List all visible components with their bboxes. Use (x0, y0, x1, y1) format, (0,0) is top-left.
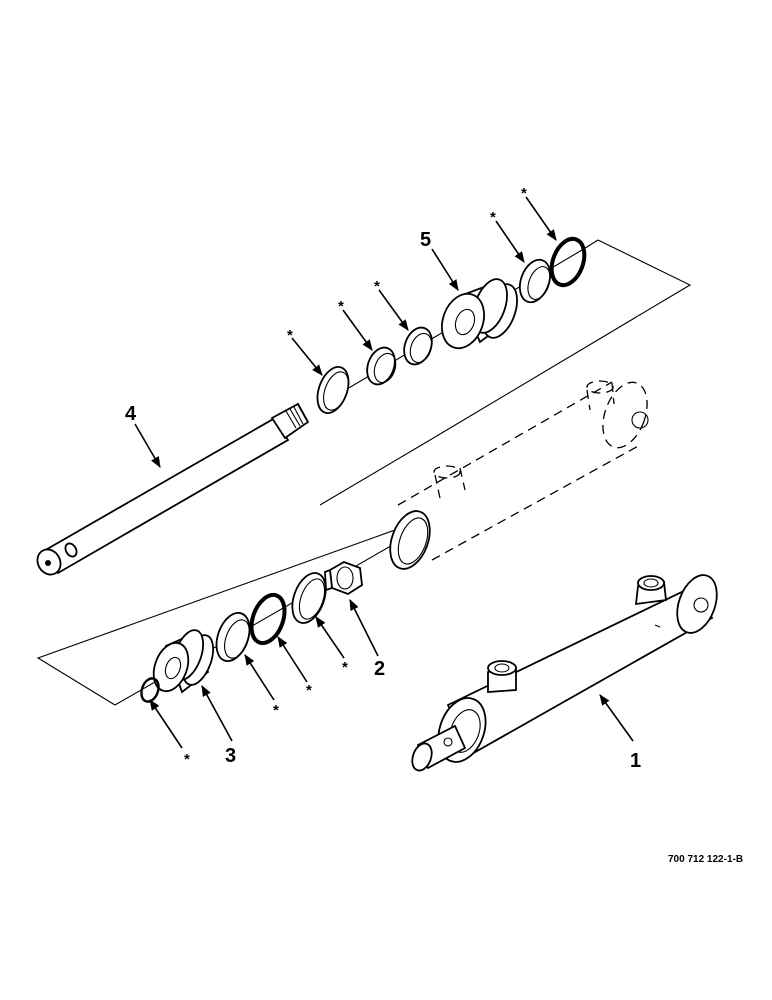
seal-marker: * (374, 278, 380, 295)
seal-marker: * (342, 659, 348, 676)
piston (441, 278, 518, 350)
cylinder-assembly (411, 574, 718, 772)
lower-seals (215, 572, 327, 662)
callout-3: 3 (225, 745, 236, 767)
seal-ring-upper-3 (403, 326, 433, 366)
rod-thread (285, 404, 308, 429)
o-ring-upper (549, 236, 587, 288)
gland (140, 629, 215, 703)
seal-marker: * (521, 185, 527, 202)
seal-marker: * (287, 327, 293, 344)
seal-marker: * (338, 298, 344, 315)
leader-lines (134, 196, 634, 749)
callout-5: 5 (420, 229, 431, 251)
seal-marker: * (273, 702, 279, 719)
seal-marker: * (184, 751, 190, 768)
seal-ring-lower-1 (291, 572, 327, 624)
upper-seals (316, 326, 433, 414)
o-ring-lower (249, 592, 287, 646)
nut (324, 561, 363, 596)
piston-rod (36, 402, 310, 576)
barrel-phantom (389, 380, 649, 570)
seal-marker: * (490, 209, 496, 226)
seal-ring-small (140, 677, 160, 703)
callout-1: 1 (630, 750, 641, 772)
seal-ring-upper-2 (366, 346, 396, 386)
seal-marker: * (306, 682, 312, 699)
callout-2: 2 (374, 658, 385, 680)
figure-reference: 700 712 122-1-B (668, 854, 743, 865)
upper-right-seals (518, 236, 587, 304)
callout-4: 4 (125, 403, 137, 425)
